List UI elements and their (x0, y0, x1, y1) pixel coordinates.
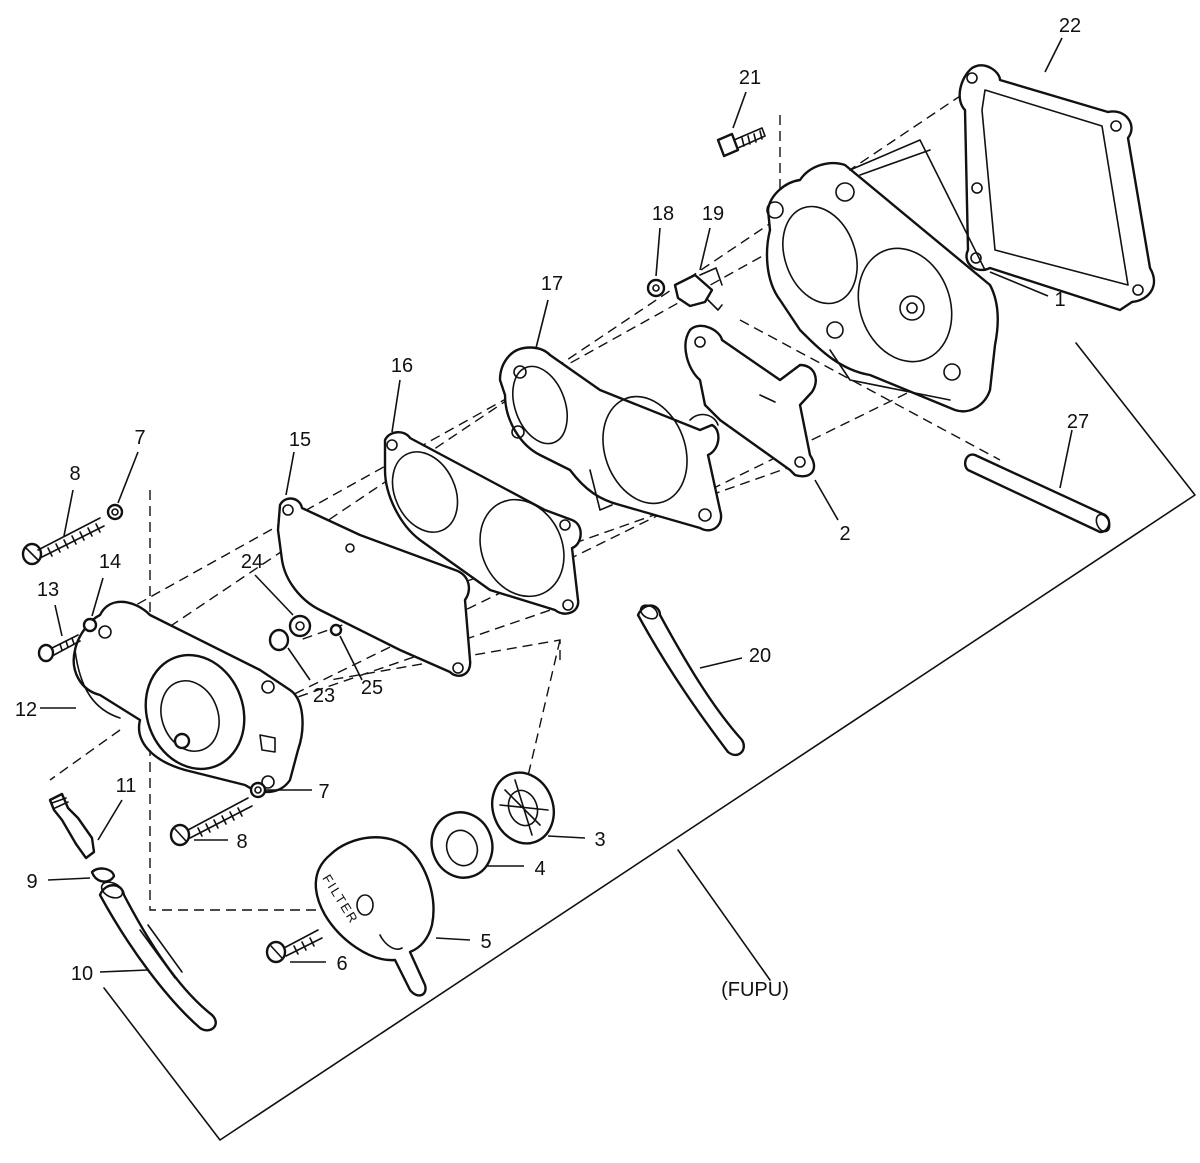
callout-5: 5 (480, 931, 491, 953)
callout-4: 4 (534, 858, 545, 880)
part-8-bolt-bottom (169, 797, 253, 847)
part-7-washer-top (106, 451, 139, 521)
part-21-bolt (716, 91, 766, 158)
callout-8-top: 8 (69, 463, 80, 485)
part-14-washer (82, 577, 104, 633)
callout-22-leader (1044, 37, 1063, 73)
part-19-elbow-fitting (673, 227, 723, 311)
part-7-washer-bottom (249, 781, 312, 799)
part-5-filter-cover: FILTER (314, 836, 471, 997)
part-12-housing (40, 600, 304, 794)
callout-23: 23 (313, 685, 335, 707)
callout-19: 19 (702, 203, 724, 225)
part-3-screen (491, 771, 586, 845)
part-16-gasket (383, 379, 582, 615)
callout-7-top: 7 (134, 427, 145, 449)
callout-13: 13 (37, 579, 59, 601)
callout-11: 11 (116, 775, 137, 797)
part-18-nut (646, 227, 666, 298)
callout-22: 22 (1059, 15, 1081, 37)
callout-16: 16 (391, 355, 413, 377)
part-11-fitting (48, 792, 123, 860)
callout-8-bottom: 8 (236, 831, 247, 853)
part-1-pump-body (765, 139, 1049, 413)
part-9-clip (47, 867, 116, 883)
part-23-washer (268, 628, 311, 681)
callout-24: 24 (241, 551, 263, 573)
part-24-nut (254, 574, 312, 638)
part-6-screw (265, 929, 326, 964)
part-15-diaphragm (276, 451, 472, 677)
callout-6: 6 (336, 953, 347, 975)
callout-7-bottom: 7 (318, 781, 329, 803)
callout-27: 27 (1067, 411, 1089, 433)
callout-21: 21 (739, 67, 761, 89)
assembly-bracket (103, 342, 1196, 1141)
callout-14: 14 (99, 551, 121, 573)
callout-20: 20 (749, 645, 771, 667)
part-2-plate (684, 324, 839, 521)
part-20-hose (636, 604, 745, 757)
callout-18: 18 (652, 203, 674, 225)
part-17-pump-cover (498, 299, 723, 532)
callout-25: 25 (361, 677, 383, 699)
callout-1: 1 (1054, 289, 1065, 311)
part-22-gasket (958, 64, 1156, 312)
callout-12: 12 (15, 699, 37, 721)
part-4-washer (430, 811, 524, 879)
part-8-bolt-top (21, 489, 105, 566)
assembly-label: (FUPU) (721, 979, 789, 1001)
callout-15: 15 (289, 429, 311, 451)
part-27-tube (964, 429, 1111, 534)
callout-labels: 1 2 3 4 5 6 7 7 8 8 9 10 11 12 13 14 15 … (15, 15, 1089, 985)
part-13-screw (37, 604, 81, 663)
part-25-screw (329, 623, 363, 681)
callout-10: 10 (71, 963, 93, 985)
callout-17: 17 (541, 273, 563, 295)
callout-3: 3 (594, 829, 605, 851)
part-10-hose (98, 881, 217, 1032)
callout-9: 9 (26, 871, 37, 893)
callout-2: 2 (839, 523, 850, 545)
